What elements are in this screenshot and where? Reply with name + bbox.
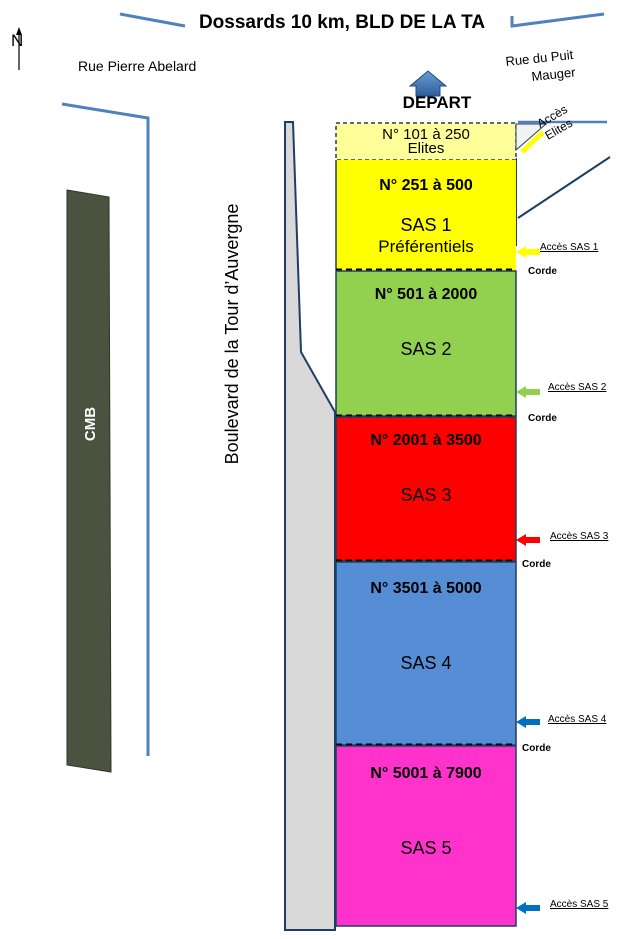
street-puit-mauger-1: Rue du Puit bbox=[505, 47, 575, 69]
sas-2-corde: Corde bbox=[528, 413, 557, 424]
sas-4-name: SAS 4 bbox=[400, 653, 451, 673]
elites-range: N° 101 à 250 bbox=[382, 126, 470, 143]
sas-2-name: SAS 2 bbox=[400, 339, 451, 359]
right-street-line-lower bbox=[517, 156, 611, 219]
depart-arrow-icon bbox=[408, 70, 448, 97]
depart-label: DEPART bbox=[403, 93, 472, 112]
sas-2-range: N° 501 à 2000 bbox=[375, 286, 478, 303]
sidewalk bbox=[284, 121, 336, 931]
top-street-line-right bbox=[510, 12, 605, 28]
sas-4-access-arrow-icon bbox=[516, 716, 540, 728]
street-boulevard: Boulevard de la Tour d’Auvergne bbox=[222, 204, 242, 465]
zone-sas-5 bbox=[335, 745, 517, 927]
map-title: Dossards 10 km, BLD DE LA TA bbox=[199, 12, 485, 33]
zone-elites bbox=[335, 122, 517, 161]
sas-2-access-label: Accès SAS 2 bbox=[548, 382, 607, 393]
sas-5-range: N° 5001 à 7900 bbox=[370, 765, 481, 782]
sas-3-access-arrow-icon bbox=[516, 534, 540, 546]
sas-1-access-arrow-icon bbox=[516, 246, 540, 258]
sas-3-access-label: Accès SAS 3 bbox=[550, 531, 609, 542]
left-street-line bbox=[61, 102, 150, 756]
elites-name: Elites bbox=[408, 140, 445, 157]
sas-3-name: SAS 3 bbox=[400, 485, 451, 505]
street-pierre-abelard: Rue Pierre Abelard bbox=[78, 58, 196, 74]
elites-access-arrow-icon bbox=[520, 130, 545, 154]
street-puit-mauger-2: Mauger bbox=[531, 64, 577, 84]
top-street-line-left bbox=[119, 12, 186, 28]
sas-5-access-arrow-icon bbox=[516, 902, 540, 914]
sas-4-access-label: Accès SAS 4 bbox=[548, 714, 607, 725]
north-arrow: N bbox=[11, 27, 23, 70]
cmb-building bbox=[66, 189, 112, 773]
sas-3-corde: Corde bbox=[522, 559, 551, 570]
elites-access-triangle bbox=[515, 123, 548, 152]
sas-4-range: N° 3501 à 5000 bbox=[370, 580, 481, 597]
zone-sas-2 bbox=[335, 270, 517, 417]
north-label: N bbox=[11, 31, 23, 50]
sas-1-subname: Préférentiels bbox=[378, 237, 473, 256]
sas-5-name: SAS 5 bbox=[400, 838, 451, 858]
sas-5-access-label: Accès SAS 5 bbox=[550, 899, 609, 910]
sas-1-range: N° 251 à 500 bbox=[379, 177, 473, 194]
sas-1-access-label: Accès SAS 1 bbox=[540, 242, 599, 253]
sas-4-corde: Corde bbox=[522, 743, 551, 754]
sas-2-access-arrow-icon bbox=[516, 386, 540, 398]
zone-sas-1 bbox=[336, 160, 516, 270]
zone-sas-4 bbox=[335, 561, 517, 746]
building-label: CMB bbox=[82, 407, 99, 441]
sas-3-range: N° 2001 à 3500 bbox=[370, 432, 481, 449]
sas-1-name: SAS 1 bbox=[400, 215, 451, 235]
sas-1-corde: Corde bbox=[528, 266, 557, 277]
